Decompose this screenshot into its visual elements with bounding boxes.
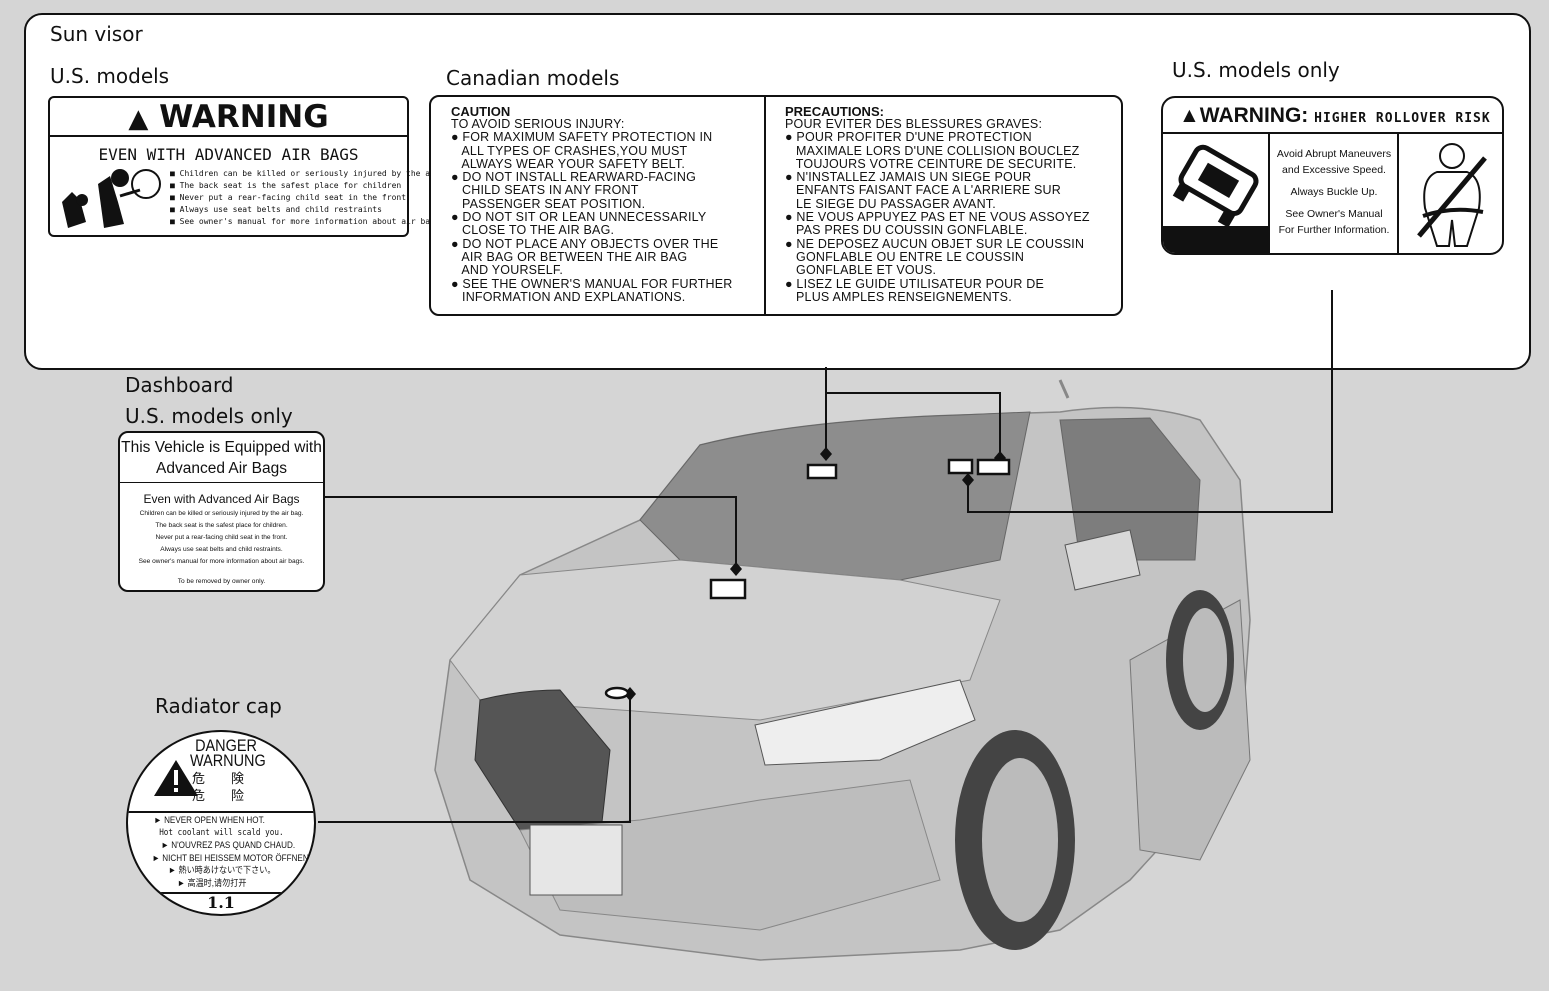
warnung-text: WARNUNG [190,751,266,770]
us-airbag-warning-label: ▲ WARNING EVEN WITH ADVANCED AIR BAGS ■ … [48,96,459,237]
cap-line-3: ► N'OUVREZ PAS QUAND CHAUD. [161,840,296,850]
rollover-line-2: and Excessive Speed. [1282,164,1386,176]
radiator-cap-label: DANGER WARNUNG 危 険 危 险 ► NEVER OPEN WHEN… [126,730,316,916]
warning-triangle-icon: ▲ [128,104,149,134]
seatbelt-person-icon [1417,143,1487,247]
rollover-triangle-icon: ▲ [1179,104,1200,127]
rollover-line-5: For Further Information. [1278,224,1390,236]
danger-text: DANGER [195,736,257,755]
us-models-heading: U.S. models [50,64,170,88]
warning-subheading: EVEN WITH ADVANCED AIR BAGS [98,145,359,164]
child-seat-airbag-icon [62,169,161,228]
canadian-caution-label: CAUTION TO AVOID SERIOUS INJURY: ● FOR M… [429,95,1123,316]
bullet-5: ■ See owner's manual for more informatio… [170,217,440,226]
dash-line-2: The back seat is the safest place for ch… [155,522,288,529]
bullet-1: ■ Children can be killed or seriously in… [170,169,459,178]
rollover-line-3: Always Buckle Up. [1290,186,1378,198]
cap-line-2: Hot coolant will scald you. [159,827,284,838]
cap-line-6: ► 高温时,请勿打开 [177,877,247,888]
caution-heading: CAUTION [451,104,511,119]
dash-heading: Even with Advanced Air Bags [143,492,300,506]
bullet-3: ■ Never put a rear-facing child seat in … [170,193,407,202]
rollover-subheading: HIGHER ROLLOVER RISK [1314,111,1491,126]
rollover-heading: WARNING: [1199,104,1309,127]
precautions-heading: PRECAUTIONS: [785,104,884,119]
rollover-car-icon [1172,144,1259,226]
caution-body-english: TO AVOID SERIOUS INJURY: ● FOR MAXIMUM S… [451,117,733,304]
dashboard-subheading: U.S. models only [125,404,293,428]
cap-line-5: ► 熱い時あけないで下さい。 [168,865,276,875]
dash-line-1: Children can be killed or seriously inju… [139,510,304,517]
bullet-2: ■ The back seat is the safest place for … [170,181,402,190]
dash-top-line-1: This Vehicle is Equipped with [121,439,322,456]
dash-line-4: Always use seat belts and child restrain… [160,546,283,553]
cap-line-4: ► NICHT BEI HEISSEM MOTOR ÖFFNEN. [152,852,311,863]
us-models-only-heading: U.S. models only [1172,58,1340,82]
weixian-text: 危 险 [192,788,245,803]
bullet-4: ■ Always use seat belts and child restra… [170,205,382,214]
caution-body-french: POUR EVITER DES BLESSURES GRAVES: ● POUR… [785,117,1090,304]
dash-top-line-2: Advanced Air Bags [156,460,287,477]
radiator-cap-heading: Radiator cap [155,694,282,718]
dash-line-5: See owner's manual for more information … [138,558,305,565]
pressure-rating: 1.1 [207,893,235,912]
sun-visor-heading: Sun visor [50,22,143,46]
pointer-diamonds [624,447,1006,701]
dash-line-3: Never put a rear-facing child seat in th… [155,534,288,541]
kiken-text: 危 険 [192,771,245,786]
cap-line-1: ► NEVER OPEN WHEN HOT. [153,815,265,825]
dash-footer: To be removed by owner only. [177,578,266,585]
rollover-warning-label: ▲WARNING: HIGHER ROLLOVER RISK Avoid Abr… [1161,96,1504,255]
canadian-models-heading: Canadian models [446,66,620,90]
rollover-line-1: Avoid Abrupt Maneuvers [1276,148,1392,160]
dashboard-heading: Dashboard [125,373,234,397]
sticker-markers [604,458,1011,700]
danger-triangle-icon [154,760,198,796]
rollover-line-4: See Owner's Manual [1285,208,1383,220]
warning-heading: WARNING [159,99,329,135]
dashboard-airbag-label: This Vehicle is Equipped with Advanced A… [118,431,325,592]
